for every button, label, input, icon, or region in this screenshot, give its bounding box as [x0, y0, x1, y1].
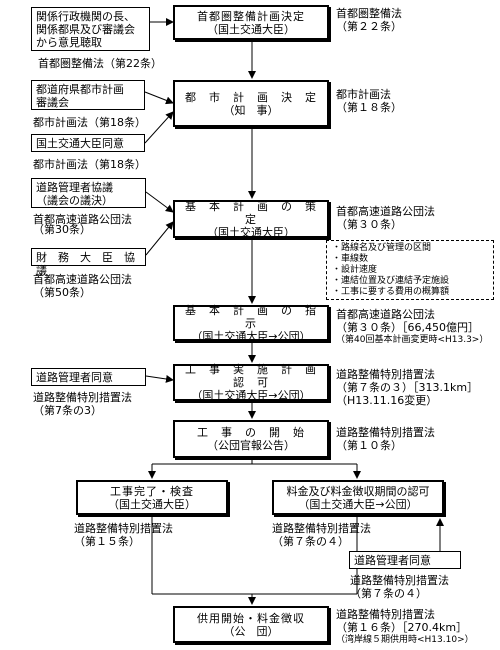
law-name: 都市計画法 [336, 88, 391, 101]
law-step-8: 道路整備特別措置法 （第７条の４） [272, 522, 371, 548]
plan-item: ・工事に要する費用の概算額 [332, 287, 450, 297]
step-sub: （国土交通大臣→公団） [298, 497, 418, 511]
side-road-admin-consent: 道路管理者同意 [31, 368, 146, 386]
step-sub: （国土交通大臣） [207, 225, 295, 239]
law-article: （第７条の３）［313.1km］ [336, 381, 479, 394]
step-city-plan: 都 市 計 画 決 定 （知 事） [173, 80, 329, 127]
step-sub: （国土交通大臣→公団） [191, 389, 311, 402]
step-title: 基 本 計 画 の 指 示 [185, 303, 329, 330]
law-step-1: 首都圏整備法 （第２２条） [336, 7, 402, 33]
step-sub: （国土交通大臣） [108, 497, 196, 511]
law-article: （第１５条） [74, 535, 140, 548]
plan-item: ・設計速度 [332, 265, 378, 275]
side-line: から意見聴取 [36, 36, 102, 49]
step-completion-inspection: 工事完了・検査 （国土交通大臣） [76, 480, 228, 515]
side-line: 財 務 大 臣 協 議 [36, 251, 146, 277]
side-line: 国土交通大臣同意 [36, 137, 124, 150]
side-law-5: 首都高速道路公団法 （第50条） [33, 273, 132, 299]
side-minister-consent: 国土交通大臣同意 [31, 134, 145, 152]
side-city-council: 都道府県都市計画 審議会 [31, 80, 145, 110]
plan-items-list: ・路線名及び管理の区間 ・車線数 ・設計速度 ・連結位置及び連結予定施設 ・工事… [326, 240, 494, 300]
law-article: （第30条） [33, 223, 91, 236]
step-sub: （国土交通大臣） [207, 22, 295, 36]
side-line: 関係都県及び審議会 [36, 23, 135, 36]
step-implementation-approval: 工 事 実 施 計 画 認 可 （国土交通大臣→公団） [173, 363, 329, 402]
step-sub: （公団官報公告） [207, 439, 295, 452]
law-article: （第50条） [33, 286, 91, 299]
side-hearing: 関係行政機関の長、 関係都県及び審議会 から意見聴取 [31, 7, 150, 51]
law-article: （第７条の４） [272, 535, 349, 548]
step-service-start: 供用開始・料金徴収 （公 団） [173, 606, 329, 643]
step-sub: （公 団） [223, 624, 279, 638]
law-name: 道路整備特別措置法 [272, 522, 371, 535]
law-name: 道路整備特別措置法 [336, 368, 435, 381]
step-title: 工 事 の 開 始 [197, 426, 305, 439]
law-note: （第40回基本計画変更時<H13.3>） [336, 335, 489, 345]
step-sub: （国土交通大臣→公団） [191, 329, 311, 343]
step-title: 供用開始・料金徴収 [197, 611, 305, 625]
step-metropolitan-plan: 首都圏整備計画決定 （国土交通大臣） [173, 5, 329, 40]
law-step-9: 道路整備特別措置法 （第１６条）［270.4km］ （湾岸線５期供用時<H13.… [336, 608, 474, 646]
side-road-admin-consult: 道路管理者協議 （議会の議決） [31, 178, 146, 208]
law-step-7: 道路整備特別措置法 （第１５条） [74, 522, 173, 548]
step-title: 工 事 実 施 計 画 認 可 [185, 363, 329, 389]
law-name: 道路整備特別措置法 [336, 608, 435, 621]
law-name: 首都高速道路公団法 [336, 308, 435, 321]
side-law-2: 都市計画法（第18条） [33, 116, 146, 129]
side-law-6: 道路整備特別措置法 （第7条の3） [33, 391, 132, 417]
step-title: 料金及び料金徴収期間の認可 [286, 484, 430, 498]
side-law-3: 都市計画法（第18条） [33, 158, 146, 171]
law-step-2: 都市計画法 （第１８条） [336, 88, 402, 114]
law-name: 道路整備特別措置法 [74, 522, 173, 535]
law-note: （湾岸線５期供用時<H13.10>） [336, 635, 474, 645]
law-article: （第３０条）［66,450億円］ [336, 321, 479, 334]
step-title: 首都圏整備計画決定 [197, 9, 305, 23]
step-basic-plan-instruction: 基 本 計 画 の 指 示 （国土交通大臣→公団） [173, 303, 329, 343]
law-name: 首都高速道路公団法 [33, 213, 132, 226]
law-article: （第２２条） [336, 20, 402, 33]
law-name: 道路整備特別措置法 [350, 574, 449, 587]
law-article: （第7条の3） [33, 404, 102, 417]
law-article: （第１６条）［270.4km］ [336, 621, 468, 634]
law-name: 道路整備特別措置法 [33, 391, 132, 404]
step-toll-approval: 料金及び料金徴収期間の認可 （国土交通大臣→公団） [272, 480, 444, 515]
step-construction-start: 工 事 の 開 始 （公団官報公告） [173, 420, 329, 458]
step-sub: （知 事） [223, 103, 279, 117]
side-line: 審議会 [36, 96, 69, 109]
side-line: 道路管理者協議 [36, 181, 113, 194]
law-step-3: 首都高速道路公団法 （第３０条） [336, 205, 435, 231]
law-article: （第１０条） [336, 439, 402, 452]
law-step-5: 道路整備特別措置法 （第７条の３）［313.1km］ （H13.11.16変更） [336, 368, 478, 407]
step-basic-plan: 基 本 計 画 の 策 定 （国土交通大臣） [173, 199, 329, 239]
side-line: 道路管理者同意 [36, 371, 113, 384]
law-name: 首都圏整備法 [336, 7, 402, 20]
law-name: 首都高速道路公団法 [336, 205, 435, 218]
law-step-4: 首都高速道路公団法 （第３０条）［66,450億円］ （第40回基本計画変更時<… [336, 308, 488, 346]
step-title: 都 市 計 画 決 定 [185, 90, 317, 104]
side-finance-consult: 財 務 大 臣 協 議 [31, 248, 146, 277]
side-law-7: 道路整備特別措置法 （第７条の４） [350, 574, 449, 600]
step-title: 基 本 計 画 の 策 定 [185, 199, 329, 226]
law-article: （第７条の４） [350, 587, 427, 600]
plan-item: ・路線名及び管理の区間 [332, 243, 432, 253]
step-title: 工事完了・検査 [110, 484, 194, 498]
law-step-6: 道路整備特別措置法 （第１０条） [336, 426, 435, 452]
side-road-admin-consent-toll: 道路管理者同意 [349, 551, 461, 569]
side-line: 都道府県都市計画 [36, 83, 124, 96]
law-article: （第３０条） [336, 218, 402, 231]
side-law-4: 首都高速道路公団法 （第30条） [33, 213, 132, 236]
plan-item: ・車線数 [332, 254, 369, 264]
law-article: （第１８条） [336, 101, 402, 114]
side-law-1: 首都圏整備法（第22条） [38, 57, 162, 70]
law-name: 道路整備特別措置法 [336, 426, 435, 439]
law-note: （H13.11.16変更） [336, 394, 438, 407]
side-line: 関係行政機関の長、 [36, 10, 135, 23]
side-line: 道路管理者同意 [354, 554, 431, 567]
law-name: 首都高速道路公団法 [33, 273, 132, 286]
plan-item: ・連結位置及び連結予定施設 [332, 276, 450, 286]
side-line: （議会の議決） [36, 194, 113, 207]
